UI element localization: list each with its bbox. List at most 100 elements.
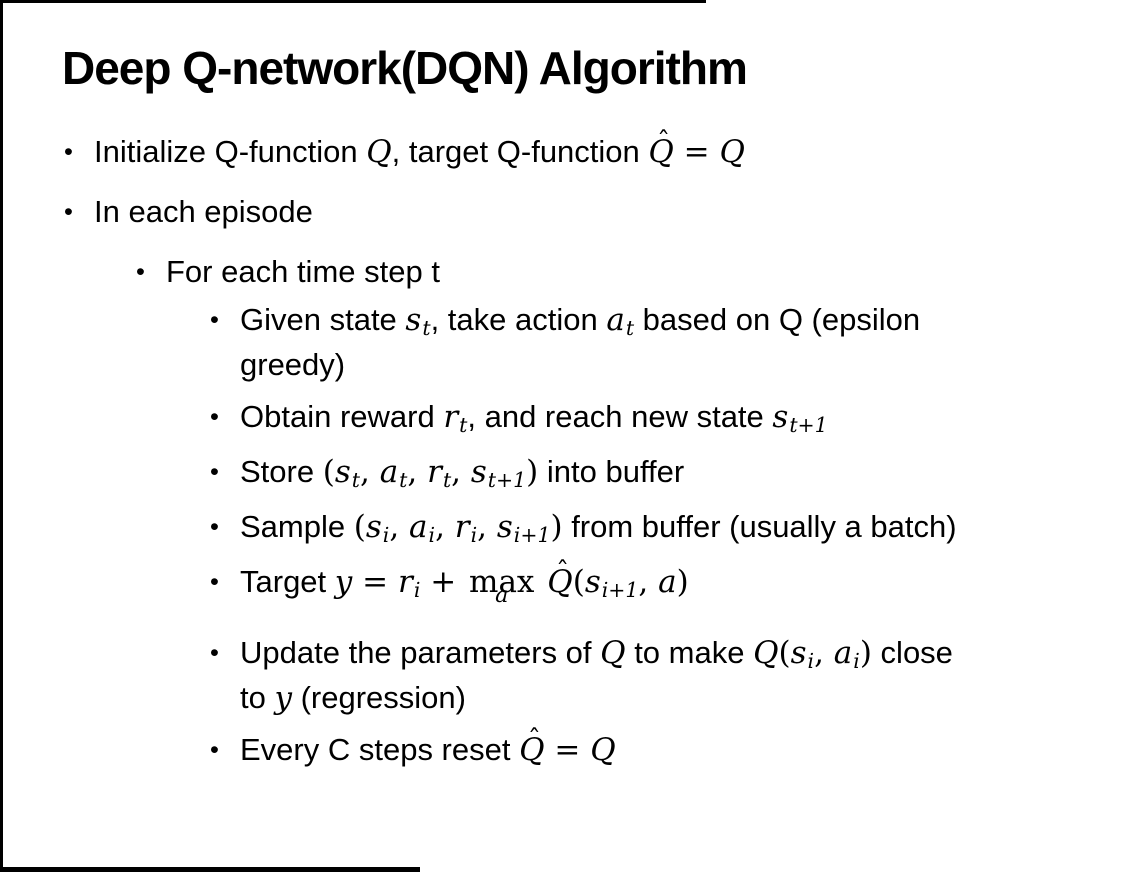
bullet-line: Obtain reward rt, and reach new state st…	[240, 396, 1124, 441]
text-segment: In each episode	[94, 193, 313, 229]
bullet-line: Initialize Q-function Q, target Q-functi…	[94, 127, 1124, 173]
math-var: y	[334, 563, 353, 600]
math-var: st	[334, 453, 360, 492]
math-operator: =	[673, 133, 720, 170]
top-border-line	[0, 0, 706, 3]
math-operator: (	[778, 634, 791, 671]
math-var: si	[790, 634, 815, 673]
math-subscript: i	[382, 523, 390, 547]
text-segment: based on Q (epsilon	[634, 301, 921, 337]
math-operator: (	[353, 508, 366, 545]
math-var: a	[658, 563, 677, 600]
math-var: ai	[833, 634, 860, 673]
math-var: rt	[443, 398, 468, 437]
math-subscript: t+1	[487, 468, 527, 492]
math-operator: ,	[477, 508, 497, 545]
math-operator: =	[544, 731, 591, 768]
math-var: at	[379, 453, 408, 492]
math-operator: ,	[451, 453, 471, 490]
bullet-marker: •	[210, 305, 219, 334]
math-operator: ,	[407, 453, 428, 490]
text-segment: , target Q-function	[391, 133, 649, 169]
math-var: y	[274, 679, 292, 716]
bullet-marker: •	[210, 567, 219, 596]
text-segment: greedy)	[240, 346, 346, 382]
math-operator: ,	[359, 453, 380, 490]
bullet-content: Update the parameters of Q to make Q(si,…	[240, 632, 1124, 719]
bullet-content: Store (st, at, rt, st+1) into buffer	[240, 451, 1124, 496]
max-operator: max	[469, 563, 535, 600]
math-operator: (	[322, 453, 335, 490]
text-segment: (regression)	[291, 679, 466, 715]
math-var: Q	[753, 634, 779, 671]
bullet-item: •Sample (si, ai, ri, si+1) from buffer (…	[0, 506, 1124, 551]
bottom-border-line	[0, 867, 420, 872]
bullet-marker: •	[64, 197, 73, 226]
math-var: Q	[648, 133, 674, 170]
text-segment: into buffer	[538, 453, 685, 489]
text-segment: , take action	[430, 301, 607, 337]
bullet-line: For each time step t	[166, 251, 1124, 293]
text-segment: Initialize Q-function	[94, 133, 367, 169]
bullet-marker: •	[136, 257, 145, 286]
math-subscript: i	[807, 649, 815, 673]
math-var: si+1	[496, 508, 551, 547]
text-segment: Every C steps reset	[240, 731, 520, 767]
bullet-item: •Obtain reward rt, and reach new state s…	[0, 396, 1124, 441]
math-subscript: i+1	[601, 578, 639, 602]
bullet-item: •Initialize Q-function Q, target Q-funct…	[0, 127, 1124, 173]
bullet-marker: •	[210, 512, 219, 541]
text-segment: from buffer (usually a batch)	[562, 508, 957, 544]
bullet-content: Given state st, take action at based on …	[240, 299, 1124, 386]
math-subscript: t+1	[789, 413, 828, 437]
math-var: Q	[547, 563, 573, 600]
math-subscript: i	[853, 649, 860, 673]
bullet-content: In each episode	[94, 191, 1124, 233]
left-border-line	[0, 0, 3, 872]
math-var: st+1	[772, 398, 828, 437]
math-var: Q	[519, 731, 545, 768]
math-var: ri	[454, 508, 478, 547]
math-subscript: t	[442, 468, 452, 492]
math-operator	[537, 564, 547, 600]
math-var: st	[405, 301, 431, 340]
bullet-item: • For each time step t	[0, 251, 1124, 293]
text-segment: Target	[240, 563, 335, 599]
bullet-line: In each episode	[94, 191, 1124, 233]
math-var: Q	[719, 133, 745, 170]
hat-accent: ˆ	[527, 724, 541, 755]
math-subscript: t	[422, 316, 431, 340]
hat-accent: ˆ	[555, 556, 570, 587]
math-subscript: i+1	[513, 523, 551, 547]
bullet-line: to y (regression)	[240, 677, 1124, 719]
hat-accent: ˆ	[657, 126, 671, 157]
math-subscript: i	[428, 523, 436, 547]
math-var: st+1	[470, 453, 527, 492]
math-operator: =	[352, 563, 398, 600]
bullet-content: Initialize Q-function Q, target Q-functi…	[94, 127, 1124, 173]
bullet-marker: •	[64, 137, 73, 166]
math-operator: ,	[638, 563, 659, 600]
math-var: si	[365, 508, 390, 547]
bullet-item: • In each episode	[0, 191, 1124, 233]
math-var: at	[606, 301, 635, 340]
underscript-var: a	[495, 581, 509, 608]
text-segment: , and reach new state	[467, 398, 773, 434]
math-subscript: t	[399, 468, 408, 492]
bullet-marker: •	[210, 638, 219, 667]
text-segment: Sample	[240, 508, 354, 544]
math-subscript: i	[470, 523, 478, 547]
math-var: ai	[409, 508, 436, 547]
text-segment: Given state	[240, 301, 406, 337]
math-operator: ,	[389, 508, 410, 545]
math-subscript: t	[351, 468, 360, 492]
math-var: Q	[366, 133, 392, 170]
